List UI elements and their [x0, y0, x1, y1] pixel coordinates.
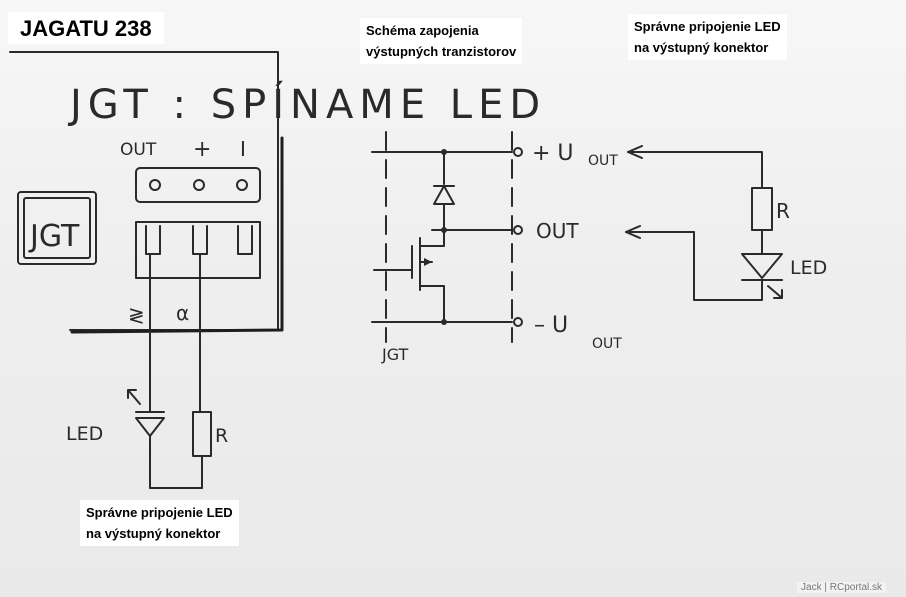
led-light-arrow [127, 389, 141, 405]
label-jgt: JGT [381, 345, 409, 364]
jgt-box-label: JGT [28, 219, 80, 254]
schematic-caption-line2: výstupných tranzistorov [366, 44, 517, 59]
led-label-left: LED [66, 423, 103, 445]
pin-label-i: I [240, 137, 246, 161]
resistor-right [751, 187, 773, 231]
schematic-caption-line1: Schéma zapojenia [366, 23, 479, 38]
right-caption-line2: na výstupný konektor [634, 40, 769, 55]
schematic-caption: Schéma zapojenia výstupných tranzistorov [360, 18, 523, 64]
terminal-plus [513, 147, 523, 157]
bottom-caption: Správne pripojenie LED na výstupný konek… [80, 500, 239, 546]
mosfet-arrow [424, 258, 432, 266]
label-minus-out: – U [534, 313, 568, 338]
right-arrow-out [625, 225, 641, 239]
pin-label-plus: + [193, 137, 211, 162]
terminal-out [513, 225, 523, 235]
right-wire-bottom [625, 231, 763, 301]
resistor-label-left: R [215, 425, 228, 447]
wire-mark-left: ≷ [128, 303, 145, 327]
label-plus-out-sub: OUT [588, 153, 618, 169]
sketch-heading: JGT : SPÍNAME LED [67, 80, 546, 128]
jgt-box-inner [23, 197, 91, 259]
bottom-caption-line2: na výstupný konektor [86, 526, 221, 541]
led-triangle-right [741, 253, 783, 279]
connector-slot-3 [237, 225, 253, 255]
pin-label-out: OUT [120, 140, 157, 160]
label-plus-out: + U [532, 141, 574, 166]
wire-mark-right: α [176, 301, 189, 325]
connector-pin-2 [193, 179, 205, 191]
label-out: OUT [536, 219, 579, 243]
connector-slot-2 [192, 225, 208, 255]
led-light-arrow-right [767, 285, 783, 299]
terminal-minus [513, 317, 523, 327]
mosfet-drain [419, 229, 445, 247]
page-title: JAGATU 238 [8, 12, 164, 44]
connector-pin-1 [149, 179, 161, 191]
led-label-right: LED [790, 257, 827, 279]
diode-triangle [433, 185, 455, 205]
bottom-caption-line1: Správne pripojenie LED [86, 505, 233, 520]
module-edge-line [70, 136, 284, 334]
jgt-box-outer [17, 191, 97, 265]
right-caption: Správne pripojenie LED na výstupný konek… [628, 14, 787, 60]
connector-pin-3 [236, 179, 248, 191]
connector-top [135, 167, 261, 203]
right-arrow-plus [627, 145, 643, 159]
connector-slot-1 [145, 225, 161, 255]
credit-watermark: Jack | RCportal.sk [797, 582, 886, 593]
connector-body [135, 221, 261, 279]
label-minus-out-sub: OUT [592, 336, 622, 352]
led-triangle-left [135, 417, 165, 437]
mosfet-source [419, 285, 445, 323]
right-wire-top [627, 151, 763, 189]
right-caption-line1: Správne pripojenie LED [634, 19, 781, 34]
resistor-left [192, 411, 212, 457]
resistor-label-right: R [776, 199, 790, 223]
